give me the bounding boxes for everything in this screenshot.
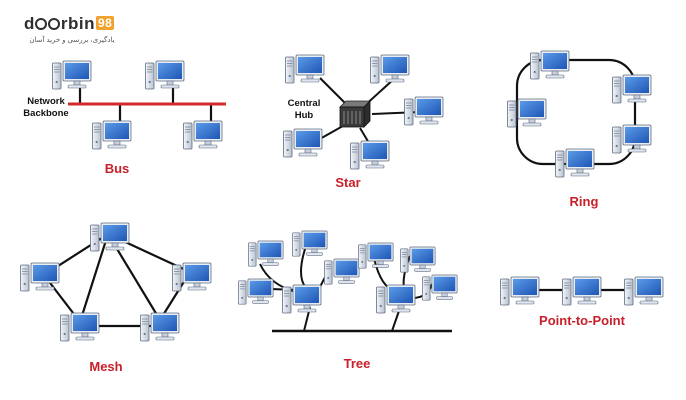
computer-icon xyxy=(145,60,185,90)
star-topology: Central Hub Star xyxy=(283,54,444,190)
logo-o-ring xyxy=(48,18,61,30)
ring-topology: Ring xyxy=(507,50,652,209)
computer-icon xyxy=(500,276,540,306)
computer-icon xyxy=(370,54,410,84)
computer-icon xyxy=(530,50,570,80)
brand-badge: 98 xyxy=(96,16,115,30)
star-title: Star xyxy=(335,175,360,190)
computer-icon xyxy=(292,230,328,257)
computer-icon xyxy=(562,276,602,306)
computer-icon xyxy=(404,96,444,126)
computer-icon xyxy=(283,128,323,158)
bus-topology: Network Backbone Bus xyxy=(23,60,226,176)
mesh-topology: Mesh xyxy=(20,222,212,374)
computer-icon xyxy=(92,120,132,150)
computer-icon xyxy=(358,242,394,269)
mesh-title: Mesh xyxy=(89,359,122,374)
computer-icon xyxy=(172,262,212,292)
backbone-label-line1: Network xyxy=(27,96,65,107)
computer-icon xyxy=(183,120,223,150)
computer-icon xyxy=(285,54,325,84)
computer-icon xyxy=(140,312,180,342)
computer-icon xyxy=(555,148,595,178)
hub-label-line2: Hub xyxy=(295,110,314,121)
tree-topology: Tree xyxy=(238,230,458,371)
brand-tagline: یادگیری، بررسی و خرید آسان xyxy=(29,37,115,44)
computer-icon xyxy=(400,246,436,273)
computer-icon xyxy=(282,284,322,314)
computer-icon xyxy=(238,278,274,305)
computer-icon xyxy=(376,284,416,314)
p2p-title: Point-to-Point xyxy=(539,313,626,328)
hub-icon xyxy=(339,100,371,128)
computer-icon xyxy=(90,222,130,252)
backbone-label-line2: Backbone xyxy=(23,108,68,119)
computer-icon xyxy=(350,140,390,170)
computer-icon xyxy=(624,276,664,306)
tree-title: Tree xyxy=(344,356,371,371)
computer-icon xyxy=(20,262,60,292)
computer-icon xyxy=(612,74,652,104)
hub-label-line1: Central xyxy=(288,98,321,109)
computer-icon xyxy=(612,124,652,154)
computer-icon xyxy=(60,312,100,342)
computer-icon xyxy=(324,258,360,285)
computer-icon xyxy=(507,98,547,128)
computer-icon xyxy=(52,60,92,90)
computer-icon xyxy=(248,240,284,267)
bus-title: Bus xyxy=(105,161,130,176)
p2p-topology: Point-to-Point xyxy=(500,276,664,328)
computer-icon xyxy=(422,274,458,301)
logo-o-ring xyxy=(35,18,48,30)
ring-title: Ring xyxy=(570,194,599,209)
